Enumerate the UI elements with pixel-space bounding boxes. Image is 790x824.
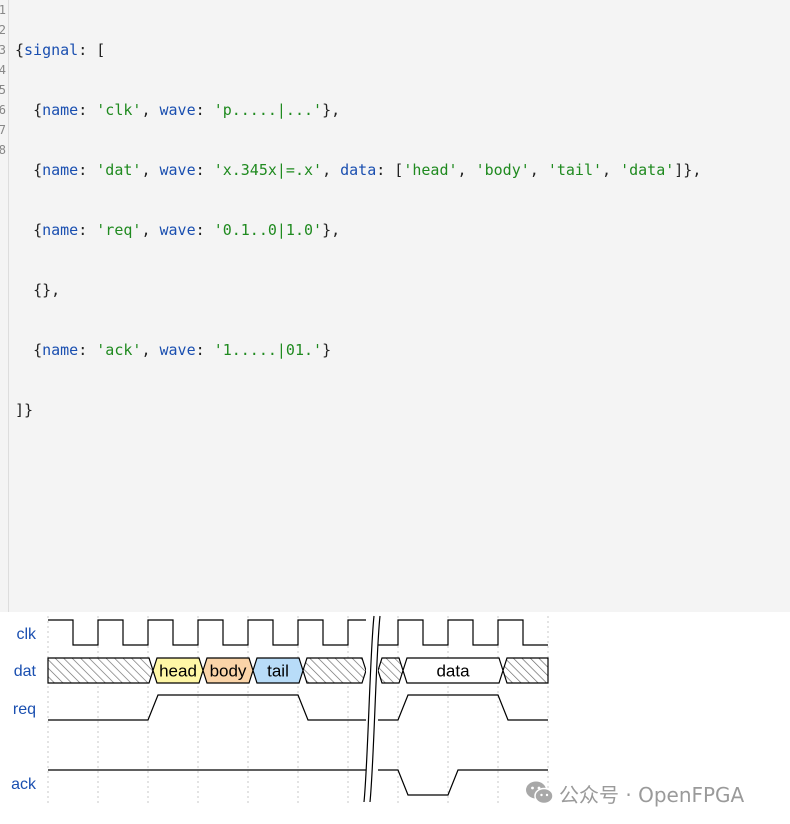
signal-waves: head body tail data (47, 619, 549, 796)
dat-label-body: body (210, 662, 247, 681)
wave-dat: head body tail data (47, 657, 549, 684)
wave-clk (48, 619, 548, 646)
dat-segment-tail (252, 657, 304, 684)
dat-segment-head (152, 657, 204, 684)
code-line-7: ]} (15, 401, 34, 419)
dat-label-tail: tail (267, 662, 289, 681)
line-number: 3 (0, 43, 6, 57)
time-gap-marker (363, 615, 381, 803)
line-number: 1 (0, 3, 6, 17)
signal-label-clk: clk (16, 626, 37, 643)
watermark-text: 公众号 · OpenFPGA (559, 782, 745, 807)
line-number: 2 (0, 23, 6, 37)
wave-ack (48, 769, 548, 796)
dat-undefined-segment (47, 657, 154, 684)
gap-background (366, 616, 378, 802)
code-line-1: {signal: [ (15, 41, 106, 59)
code-editor[interactable]: 1 2 3 4 5 6 7 8 {signal: [ {name: 'clk',… (0, 0, 790, 612)
line-number: 8 (0, 143, 6, 157)
cycle-gridlines (47, 616, 549, 804)
signal-labels: clk dat req ack (11, 626, 37, 793)
dat-undefined-segment (302, 657, 367, 684)
dat-undefined-segment (502, 657, 549, 684)
signal-label-ack: ack (11, 776, 37, 793)
dat-label-data: data (436, 662, 470, 681)
code-line-6: {name: 'ack', wave: '1.....|01.'} (33, 341, 332, 359)
gap-slash (369, 615, 381, 803)
code-line-5: {}, (33, 281, 61, 299)
dat-segment-body (202, 657, 254, 684)
waveform-diagram: clk dat req ack head body tail data (11, 615, 549, 804)
signal-label-req: req (13, 701, 36, 718)
line-number: 7 (0, 123, 6, 137)
wave-req (48, 694, 548, 721)
line-number-gutter: 1 2 3 4 5 6 7 8 (0, 0, 9, 612)
code-text[interactable]: {signal: [ {name: 'clk', wave: 'p.....|.… (15, 0, 701, 520)
dat-label-head: head (159, 662, 197, 681)
signal-label-dat: dat (14, 663, 37, 680)
line-number: 6 (0, 103, 6, 117)
code-line-4: {name: 'req', wave: '0.1..0|1.0'}, (33, 221, 341, 239)
line-number: 5 (0, 83, 6, 97)
wechat-icon (526, 781, 554, 805)
dat-segment-data (402, 657, 504, 684)
gap-slash (363, 615, 375, 803)
watermark: 公众号 · OpenFPGA (525, 777, 744, 809)
line-number: 4 (0, 63, 6, 77)
dat-undefined-segment (377, 657, 404, 684)
code-line-8 (15, 460, 701, 480)
code-line-3: {name: 'dat', wave: 'x.345x|=.x', data: … (33, 161, 702, 179)
code-line-2: {name: 'clk', wave: 'p.....|...'}, (33, 101, 341, 119)
